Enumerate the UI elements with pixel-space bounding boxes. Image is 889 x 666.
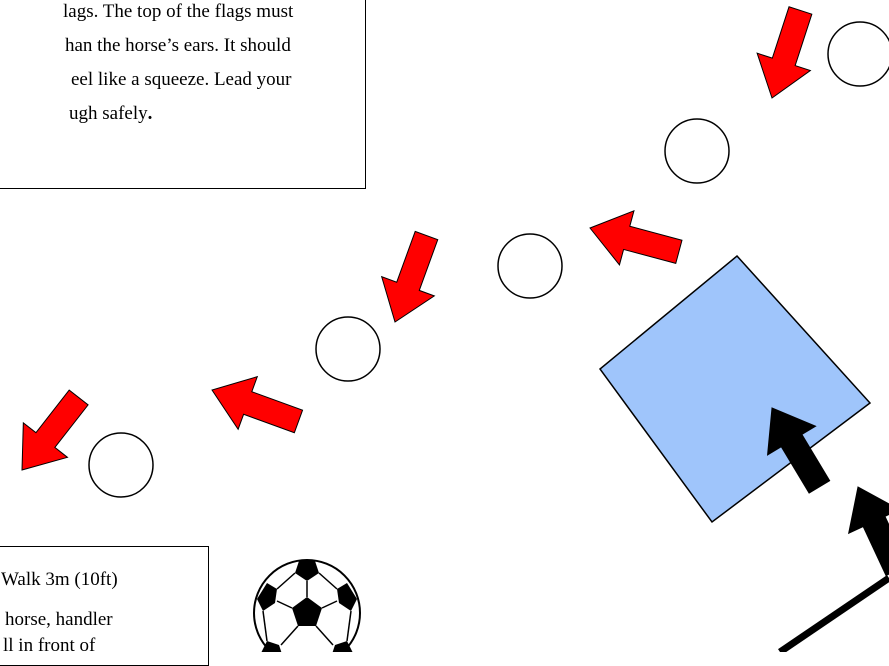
ground-pole	[780, 578, 889, 652]
instruction-period: .	[148, 103, 153, 124]
instruction-line-1: lags. The top of the flags must	[63, 0, 293, 25]
cone-2	[316, 317, 380, 381]
bottom-line-1: Walk 3m (10ft)	[1, 567, 118, 593]
cone-4	[665, 119, 729, 183]
bottom-instruction-box: Walk 3m (10ft) horse, handler ll in fron…	[0, 546, 209, 666]
instruction-line-2: han the horse’s ears. It should	[65, 33, 291, 59]
instruction-line-3: eel like a squeeze. Lead your	[71, 67, 292, 93]
red-arrow-4	[583, 201, 686, 279]
bottom-line-3: ll in front of	[3, 633, 95, 659]
instruction-line-4-text: ugh safely	[69, 103, 148, 124]
top-instruction-box: p lags. The top of the flags must han th…	[0, 0, 366, 189]
blue-square-obstacle	[600, 256, 870, 522]
red-arrow-3	[369, 226, 453, 332]
instruction-line-4: ugh safely.	[69, 101, 152, 127]
cone-5	[828, 22, 889, 86]
red-arrow-5	[745, 2, 827, 107]
cone-1	[89, 433, 153, 497]
red-arrow-1	[0, 380, 101, 487]
red-arrow-2	[202, 364, 308, 448]
soccer-ball-icon	[254, 560, 360, 652]
black-arrow-2	[833, 475, 889, 582]
cone-3	[498, 234, 562, 298]
bottom-line-2: horse, handler	[5, 607, 113, 633]
